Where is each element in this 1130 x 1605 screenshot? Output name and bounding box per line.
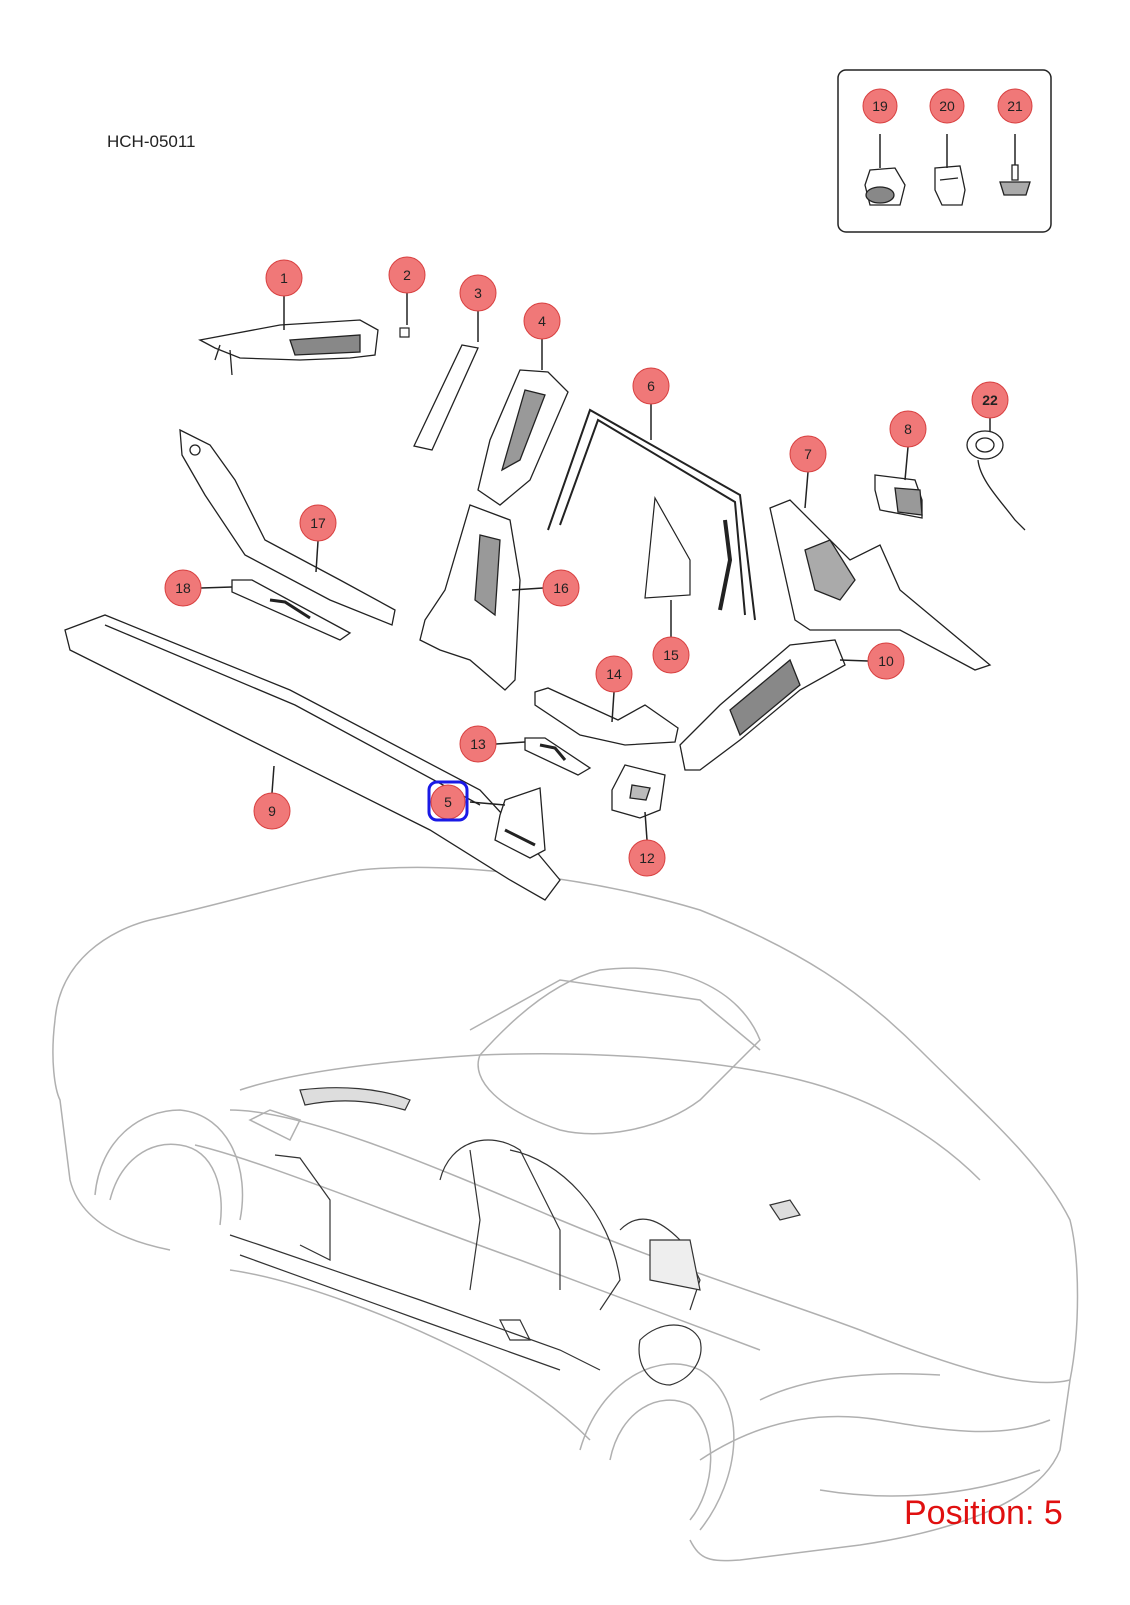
callout-20[interactable]: 20 [929,88,965,124]
svg-text:8: 8 [904,421,912,437]
part-5-drawing [494,787,546,859]
callout-4[interactable]: 4 [523,302,561,340]
callout-7[interactable]: 7 [789,435,827,473]
part-20-drawing [934,165,966,206]
part-13-drawing [524,737,592,776]
callout-9[interactable]: 9 [253,792,291,830]
part-21-drawing [999,164,1031,196]
part-12-drawing [611,764,666,819]
callout-3[interactable]: 3 [459,274,497,312]
position-label: Position: 5 [904,1494,1063,1532]
svg-text:18: 18 [175,580,191,596]
callout-1[interactable]: 1 [265,259,303,297]
callout-12[interactable]: 12 [628,839,666,877]
svg-text:16: 16 [553,580,569,596]
svg-text:14: 14 [606,666,622,682]
svg-text:15: 15 [663,647,679,663]
diagram-code: HCH-05011 [107,132,196,151]
car-outline [52,866,1079,1562]
callout-8[interactable]: 8 [889,410,927,448]
callout-21[interactable]: 21 [997,88,1033,124]
part-10-drawing [679,639,846,771]
part-4-drawing [477,369,569,506]
svg-text:13: 13 [470,736,486,752]
part-18-drawing [231,579,352,641]
svg-text:5: 5 [444,794,452,810]
part-16-drawing [419,504,521,691]
svg-text:2: 2 [403,267,411,283]
callout-22[interactable]: 22 [971,381,1009,419]
part-3-drawing [413,344,479,451]
part-6-drawing [547,408,756,621]
leader-lines [200,134,1016,841]
svg-text:19: 19 [872,98,888,114]
svg-text:22: 22 [982,392,998,408]
callout-14[interactable]: 14 [595,655,633,693]
svg-text:12: 12 [639,850,655,866]
callout-10[interactable]: 10 [867,642,905,680]
part-15-drawing [644,496,691,599]
callout-6[interactable]: 6 [632,367,670,405]
part-14-drawing [534,687,679,746]
callout-16[interactable]: 16 [542,569,580,607]
callout-17[interactable]: 17 [299,504,337,542]
svg-text:6: 6 [647,378,655,394]
part-2-drawing [399,327,410,338]
callout-13[interactable]: 13 [459,725,497,763]
part-22-drawing [966,430,1026,531]
callout-2[interactable]: 2 [388,256,426,294]
callout-15[interactable]: 15 [652,636,690,674]
part-1-drawing [198,319,379,376]
svg-text:20: 20 [939,98,955,114]
part-8-drawing [874,474,923,519]
svg-text:4: 4 [538,313,546,329]
svg-text:21: 21 [1007,98,1023,114]
part-19-drawing [864,167,906,206]
callouts: 1 2 3 4 6 7 8 22 17 18 16 15 10 14 13 5 … [164,88,1033,877]
callout-19[interactable]: 19 [862,88,898,124]
car-trim-overlay [229,1087,801,1386]
svg-text:3: 3 [474,285,482,301]
svg-text:10: 10 [878,653,894,669]
svg-text:1: 1 [280,270,288,286]
callout-18[interactable]: 18 [164,569,202,607]
part-17-drawing [179,428,396,626]
part-9-drawing [64,614,561,901]
selected-highlight [427,780,469,822]
small-parts-box [837,69,1052,233]
part-7-drawing [769,499,992,671]
svg-text:9: 9 [268,803,276,819]
svg-text:7: 7 [804,446,812,462]
svg-text:17: 17 [310,515,326,531]
callout-5[interactable]: 5 [427,780,469,822]
